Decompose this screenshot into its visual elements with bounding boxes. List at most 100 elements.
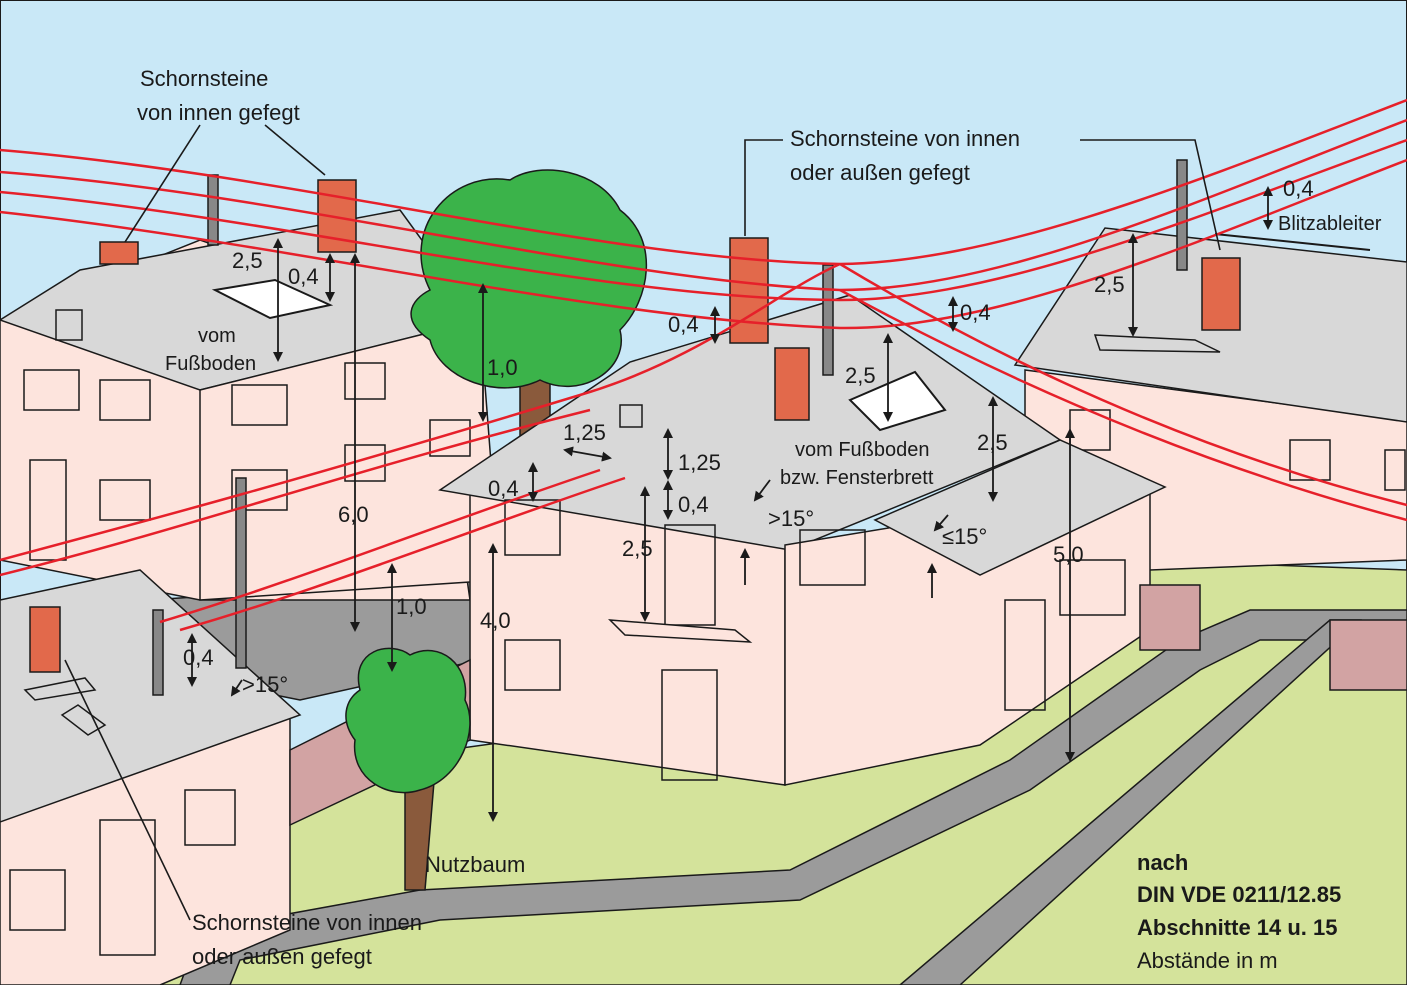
power-line <box>159 468 601 624</box>
label-chimney-inside-top: Schornsteine von innen gefegt <box>137 66 300 125</box>
roof-bench-front <box>23 677 97 701</box>
roof-bench-right <box>1093 334 1221 353</box>
window <box>231 469 288 511</box>
chimney-left-small <box>99 241 139 265</box>
dim-value: 0,4 <box>960 300 991 325</box>
dim-value: 0,4 <box>488 476 519 501</box>
svg-text:Abstände in m: Abstände in m <box>1137 948 1278 973</box>
footpath <box>179 609 1407 985</box>
leader-line <box>1080 139 1221 251</box>
window <box>1289 439 1331 481</box>
skylight-center <box>848 370 947 432</box>
skylight <box>211 278 334 320</box>
power-line <box>0 262 841 562</box>
leader-line <box>264 124 326 176</box>
door <box>99 819 156 956</box>
label-lightning-rod: Blitzableiter <box>1278 213 1382 235</box>
dim-arrow <box>933 514 949 532</box>
power-line <box>179 476 626 632</box>
dim-value: 4,0 <box>480 608 511 633</box>
house-center-annex-roof <box>873 439 1167 576</box>
dim-value: >15° <box>768 506 814 531</box>
label-tree-name: Nutzbaum <box>425 852 525 877</box>
dim-arrow <box>753 479 771 502</box>
svg-text:Abschnitte 14 u. 15: Abschnitte 14 u. 15 <box>1137 915 1338 940</box>
dim-value: 2,5 <box>845 363 876 388</box>
house-front-left-roof <box>0 569 302 823</box>
pole-front-left <box>152 609 164 696</box>
dim-value: 5,0 <box>1053 542 1084 567</box>
dim-value: 0,4 <box>678 492 709 517</box>
hedge-right <box>1329 619 1407 691</box>
lightning-rod <box>1214 233 1371 251</box>
svg-text:oder außen gefegt: oder außen gefegt <box>192 944 372 969</box>
dim-value: 0,4 <box>183 645 214 670</box>
leader-line <box>64 659 191 921</box>
label-floor-center: vom Fußboden bzw. Fensterbrett <box>780 439 934 489</box>
door <box>661 669 718 781</box>
pole-top-right <box>1176 159 1188 271</box>
pole-top-left <box>207 174 219 246</box>
window <box>23 369 80 411</box>
svg-text:Schornsteine von innen: Schornsteine von innen <box>790 126 1020 151</box>
svg-text:vom Fußboden: vom Fußboden <box>795 439 930 461</box>
dim-value: 1,0 <box>396 594 427 619</box>
dimension-values: 2,5 0,4 1,0 6,0 1,0 0,4 2,5 2,5 0,4 0,4 … <box>183 176 1314 697</box>
dim-value: 1,0 <box>487 355 518 380</box>
window <box>344 362 386 400</box>
window <box>799 529 866 586</box>
window <box>99 479 151 521</box>
small-tree-crown <box>345 647 471 794</box>
dim-value: ≤15° <box>942 524 987 549</box>
svg-text:von innen gefegt: von innen gefegt <box>137 100 300 125</box>
label-chimney-both-bottom: Schornsteine von innen oder außen gefegt <box>192 910 422 969</box>
dim-value: 1,25 <box>563 420 606 445</box>
dim-arrow <box>563 446 612 462</box>
chimney-front-left <box>29 606 61 673</box>
window <box>1059 559 1126 616</box>
leader-line <box>124 124 201 243</box>
power-line <box>839 262 1407 507</box>
chimney-right <box>1201 257 1241 331</box>
window <box>55 309 83 341</box>
svg-text:vom: vom <box>198 325 236 347</box>
dim-arrow <box>230 679 243 697</box>
svg-text:bzw. Fensterbrett: bzw. Fensterbrett <box>780 467 934 489</box>
balcony <box>608 619 753 643</box>
garage-box <box>1139 584 1201 651</box>
window <box>184 789 236 846</box>
dim-value: >15° <box>242 672 288 697</box>
svg-text:oder außen gefegt: oder außen gefegt <box>790 160 970 185</box>
window <box>504 639 561 691</box>
dim-value: 2,5 <box>1094 272 1125 297</box>
dim-value: 0,4 <box>288 264 319 289</box>
power-line <box>0 158 1407 330</box>
pole-middle-left <box>235 477 247 669</box>
svg-text:DIN VDE 0211/12.85: DIN VDE 0211/12.85 <box>1137 882 1341 907</box>
door <box>29 459 67 561</box>
svg-text:Schornsteine von innen: Schornsteine von innen <box>192 910 422 935</box>
big-tree-crown <box>410 169 648 389</box>
window <box>619 404 643 428</box>
window <box>1384 449 1406 491</box>
power-line <box>0 138 1407 302</box>
svg-text:nach: nach <box>1137 850 1188 875</box>
power-lines <box>0 98 1407 632</box>
chimney-center-small <box>774 347 810 421</box>
skylight-front <box>60 704 107 736</box>
chimney-center-tall <box>729 237 769 344</box>
dim-value: 2,5 <box>622 536 653 561</box>
svg-text:Schornsteine: Schornsteine <box>140 66 268 91</box>
label-chimney-both-top: Schornsteine von innen oder außen gefegt <box>790 126 1020 185</box>
balcony-door <box>664 524 716 626</box>
power-line <box>0 98 1407 266</box>
leader-line <box>744 139 783 236</box>
power-line <box>0 408 591 577</box>
dim-value: 2,5 <box>232 248 263 273</box>
power-line <box>0 118 1407 292</box>
dim-value: 0,4 <box>1283 176 1314 201</box>
dim-value: 2,5 <box>977 430 1008 455</box>
pole-top-center <box>822 264 834 376</box>
window <box>231 384 288 426</box>
